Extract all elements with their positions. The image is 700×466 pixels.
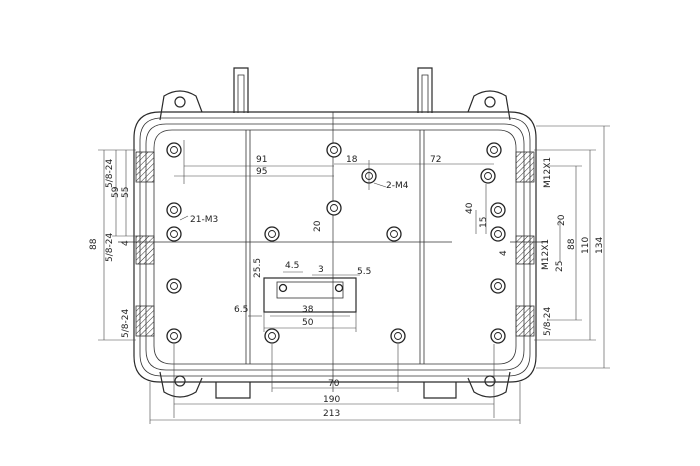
screw-icon — [490, 278, 506, 294]
dim-label: 88 — [567, 238, 577, 250]
dim-label: 91 — [256, 155, 267, 165]
dim-label: 25 — [555, 261, 565, 272]
dim-label: 95 — [256, 167, 267, 177]
dim-label: 18 — [346, 155, 358, 165]
dim-label: 5.5 — [357, 267, 371, 277]
dim-label: 3 — [318, 265, 324, 275]
screw-icon — [264, 226, 280, 242]
dim-label: 38 — [302, 305, 314, 315]
dim-label: 5/8-24 — [105, 159, 115, 188]
dimension-lines — [98, 125, 610, 424]
dim-label: 88 — [89, 238, 99, 250]
dim-label: 5/8-24 — [121, 309, 131, 338]
dim-label: 4 — [121, 240, 131, 246]
dim-label: 190 — [323, 395, 340, 405]
dim-label: 20 — [557, 214, 567, 226]
dim-label: 59 — [111, 186, 121, 198]
dim-label: 134 — [595, 237, 605, 254]
dim-label: 20 — [313, 220, 323, 232]
center-slot — [249, 262, 357, 313]
dim-label: 70 — [328, 379, 340, 389]
screw-icon — [166, 328, 182, 344]
dim-label: 213 — [323, 409, 340, 419]
dim-label: 15 — [479, 217, 489, 228]
thread-callout: 21-M3 — [190, 215, 218, 225]
dim-label: 55 — [121, 187, 131, 198]
dim-label: 5/8-24 — [543, 307, 553, 336]
screw-icon — [326, 200, 342, 216]
dim-label: M12X1 — [543, 157, 553, 188]
thread-entries — [135, 151, 535, 337]
thread-callout: 2-M4 — [386, 181, 409, 191]
screw-holes — [166, 142, 506, 344]
screw-icon — [490, 226, 506, 242]
dim-label: 6.5 — [234, 305, 248, 315]
screw-icon — [166, 202, 182, 218]
screw-icon — [390, 328, 406, 344]
screw-icon — [166, 142, 182, 158]
screw-icon — [166, 226, 182, 242]
screw-icon — [264, 328, 280, 344]
dim-label: 110 — [581, 237, 591, 254]
dim-label: 25.5 — [253, 258, 263, 278]
dim-label: 5/8-24 — [105, 233, 115, 262]
enclosure-body — [133, 111, 537, 399]
dim-label: 40 — [465, 202, 475, 214]
screw-icon — [166, 278, 182, 294]
screw-icon — [486, 142, 502, 158]
screw-icon — [386, 226, 402, 242]
dim-label: 72 — [430, 155, 441, 165]
screw-icon — [480, 168, 496, 184]
dim-label: 50 — [302, 318, 314, 328]
screw-icon — [490, 202, 506, 218]
dim-label: 4 — [499, 250, 509, 256]
screw-icon — [490, 328, 506, 344]
dim-label: 4.5 — [285, 261, 299, 271]
top-mounting-tabs — [233, 67, 433, 113]
dim-label: M12X1 — [541, 239, 551, 270]
mounting-ears — [159, 90, 511, 398]
dimension-labels: 91 95 18 72 2-M4 21-M3 20 4.5 3 5.5 25.5… — [89, 155, 605, 419]
screw-icon — [326, 142, 342, 158]
